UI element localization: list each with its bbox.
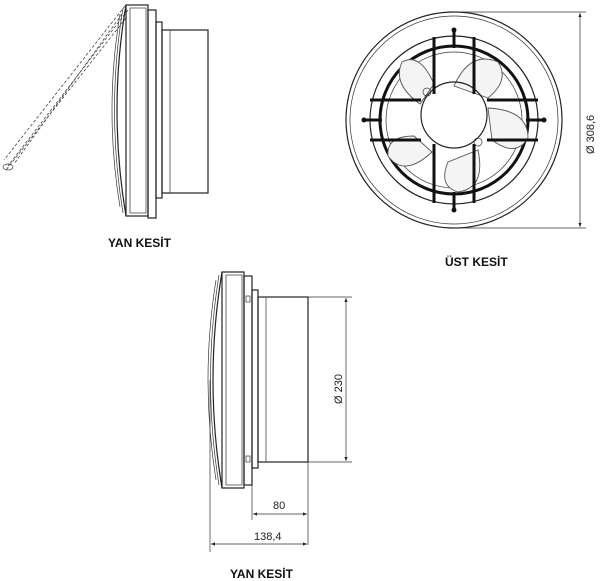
- duct-diameter-dimension: Ø 230: [333, 374, 345, 404]
- side-view-top-title: YAN KESİT: [108, 235, 172, 250]
- shutter-flap-open: [2, 5, 129, 171]
- outer-diameter-dimension: Ø 308,6: [585, 115, 597, 154]
- side-view-top: [2, 4, 209, 219]
- top-view: [345, 11, 586, 229]
- top-view-title: ÜST KESİT: [445, 254, 508, 269]
- side-view-bottom: [207, 271, 352, 552]
- total-depth-dimension: 138,4: [254, 531, 282, 543]
- side-view-bottom-title: YAN KESİT: [230, 566, 294, 581]
- fan-blades: [387, 58, 529, 193]
- duct-length-dimension: 80: [273, 500, 285, 512]
